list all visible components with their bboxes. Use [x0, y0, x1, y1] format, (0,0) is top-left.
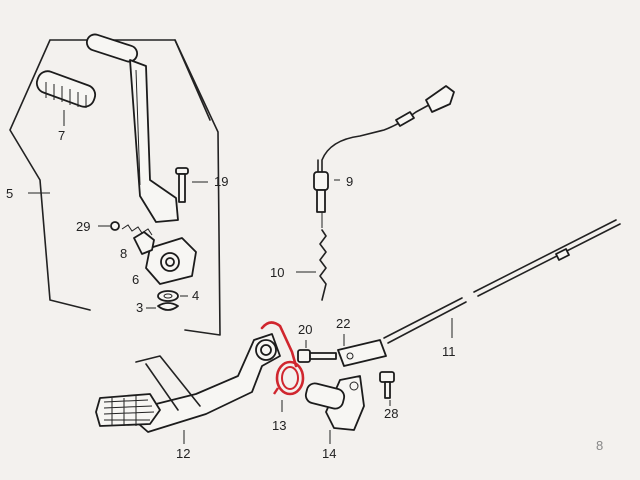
- label-28: 28: [384, 406, 398, 421]
- bolt-part-19: [175, 167, 208, 203]
- label-9: 9: [346, 174, 353, 189]
- label-4: 4: [192, 288, 199, 303]
- bolt-part-20: [297, 340, 337, 363]
- spring-part-10: [296, 229, 327, 301]
- label-11: 11: [442, 344, 456, 359]
- label-10: 10: [270, 265, 284, 280]
- spring-part-8: [98, 221, 153, 236]
- label-20: 20: [298, 322, 312, 337]
- pin-part-28: [379, 371, 395, 406]
- label-14: 14: [322, 446, 336, 461]
- spring-part-13-highlighted: [260, 321, 305, 412]
- label-7: 7: [58, 128, 65, 143]
- label-12: 12: [176, 446, 190, 461]
- kick-rubber-part-7: [35, 70, 97, 126]
- label-6: 6: [132, 272, 139, 287]
- cable-end-part-9: [313, 85, 455, 228]
- clip-part-3: [146, 302, 179, 311]
- pivot-part-6: [133, 231, 197, 285]
- label-19: 19: [214, 174, 228, 189]
- rod-joint-part-22: [337, 334, 387, 367]
- group-outline-5: [9, 39, 221, 336]
- label-13: 13: [272, 418, 286, 433]
- brake-rod-part-11: [383, 219, 621, 344]
- label-8: 8: [120, 246, 127, 261]
- group-outline-5-right: [174, 39, 211, 121]
- kick-starter-arm: [85, 33, 179, 223]
- brake-pedal-part-12: [95, 333, 281, 444]
- label-5: 5: [6, 186, 13, 201]
- label-3: 3: [136, 300, 143, 315]
- pivot-shaft-part-14: [304, 375, 365, 444]
- page-number: 8: [596, 438, 603, 453]
- label-22: 22: [336, 316, 350, 331]
- label-29: 29: [76, 219, 90, 234]
- washer-part-4: [157, 290, 188, 302]
